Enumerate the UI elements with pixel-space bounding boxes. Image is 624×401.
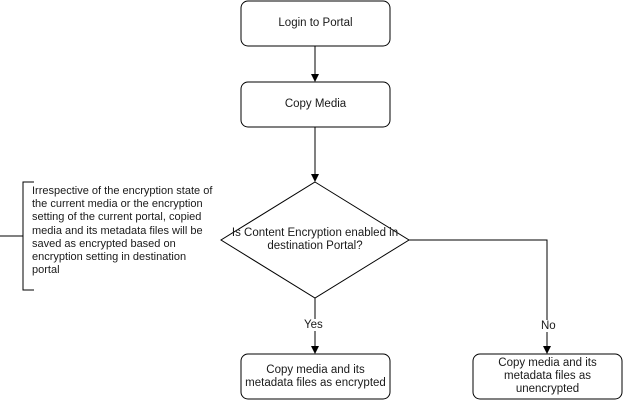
login-label: Login to Portal (278, 17, 353, 29)
unencrypted-box (472, 353, 623, 400)
decision-label: Is Content Encryption enabled in destina… (231, 227, 399, 252)
no-label: No (540, 320, 557, 332)
encrypted-label: Copy media and its metadata files as enc… (245, 363, 386, 389)
yes-label: Yes (303, 319, 324, 331)
arrow-no (409, 239, 551, 354)
encrypted-box (240, 353, 391, 400)
note-bracket (22, 181, 34, 291)
copy-media-label: Copy Media (284, 98, 347, 110)
encryption-note: Irrespective of the encryption state of … (32, 185, 213, 277)
unencrypted-label: Copy media and its metadata files as une… (498, 357, 597, 395)
